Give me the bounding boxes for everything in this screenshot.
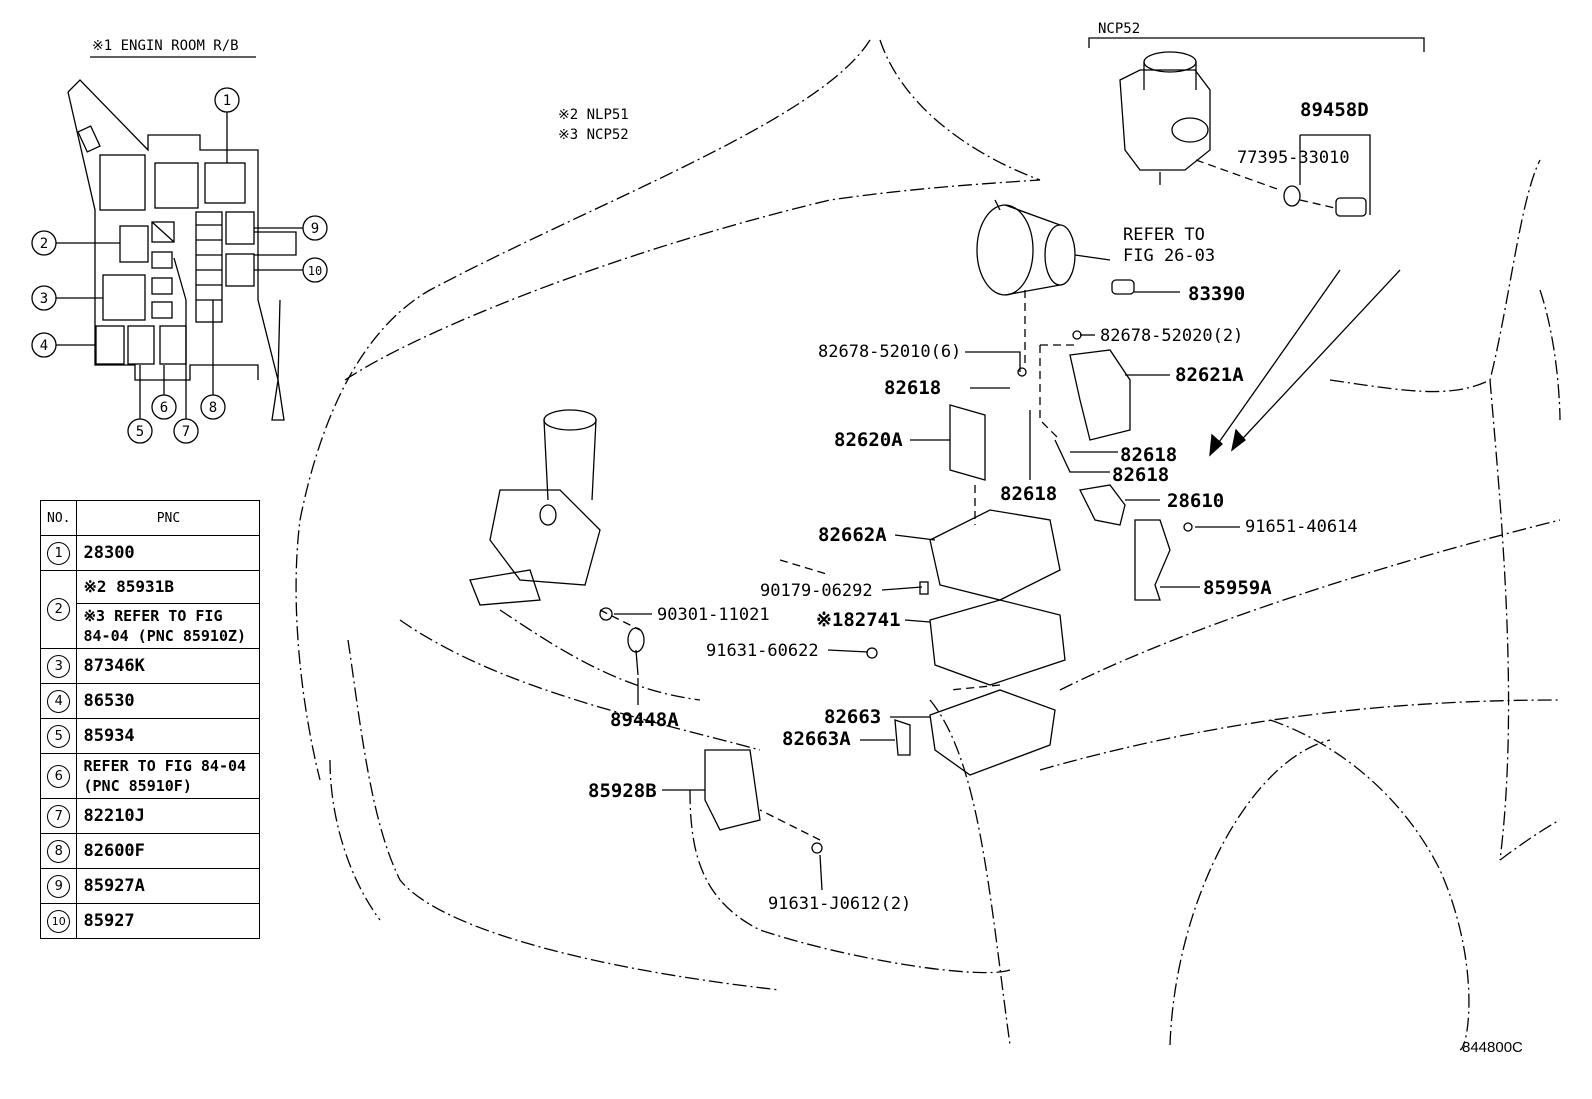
table-row: 5 85934	[39, 718, 261, 754]
part-82678-52020: 82678-52020(2)	[1100, 326, 1243, 346]
part-82621A: 82621A	[1175, 364, 1244, 386]
callout-9: 9	[311, 221, 319, 237]
figure-id: 844800C	[1462, 1039, 1523, 1056]
table-row: 1 28300	[39, 535, 261, 571]
row-number: 7	[47, 804, 71, 828]
callout-8: 8	[209, 400, 217, 416]
part-85928B: 85928B	[588, 780, 657, 802]
part-82662A: 82662A	[818, 524, 887, 546]
vehicle-outline	[295, 39, 1561, 1051]
table-row: 9 85927A	[39, 868, 261, 904]
row-number: 8	[47, 839, 71, 863]
row-number: 9	[47, 874, 71, 898]
part-82678-52010: 82678-52010(6)	[818, 342, 961, 362]
pump-drawing	[1119, 51, 1367, 217]
row-number: 6	[47, 764, 71, 788]
row-number: 2	[47, 598, 71, 621]
note-nlp51: ※2 NLP51	[558, 107, 629, 123]
part-82663: 82663	[824, 706, 881, 728]
table-row: 7 82210J	[39, 798, 261, 834]
reservoir-drawing	[469, 409, 601, 606]
table-header-no: NO.	[39, 500, 78, 536]
row-pnc: 28300	[76, 535, 261, 571]
part-28610: 28610	[1167, 490, 1224, 512]
ncp52-bracket-label: NCP52	[1098, 21, 1140, 37]
part-77395-33010: 77395-33010	[1237, 148, 1350, 168]
relay-block-drawing	[31, 56, 328, 444]
table-row: 10 85927	[39, 903, 261, 939]
row-pnc: ※2 85931B	[83, 577, 174, 596]
part-82618-top: 82618	[884, 377, 941, 399]
row-number: 10	[47, 909, 71, 933]
row-number: 4	[47, 689, 71, 713]
refer-fig: FIG 26-03	[1123, 246, 1215, 266]
row-number: 5	[47, 724, 71, 748]
row-pnc: 82210J	[76, 798, 261, 834]
relay-block-title: ※1 ENGIN ROOM R/B	[92, 38, 239, 54]
table-row: 8 82600F	[39, 833, 261, 869]
callout-10: 10	[308, 264, 322, 278]
part-83390: 83390	[1188, 283, 1245, 305]
table-header-pnc: PNC	[76, 500, 261, 536]
part-82741: ※182741	[816, 609, 901, 631]
row-pnc: 85927A	[76, 868, 261, 904]
callout-4: 4	[40, 338, 48, 354]
part-82618-bottom: 82618	[1000, 483, 1057, 505]
table-row: 3 87346K	[39, 648, 261, 684]
callout-5: 5	[136, 424, 144, 440]
callout-1: 1	[223, 93, 231, 109]
part-90301-11021: 90301-11021	[657, 605, 770, 625]
part-82618-right-1: 82618	[1120, 444, 1177, 466]
callout-2: 2	[40, 236, 48, 252]
row-pnc: 82600F	[76, 833, 261, 869]
part-82620A: 82620A	[834, 429, 903, 451]
callout-7: 7	[182, 424, 190, 440]
table-row: 2 ※2 85931B ※3 REFER TO FIG 84-04 (PNC 8…	[39, 570, 261, 649]
part-85959A: 85959A	[1203, 577, 1272, 599]
table-row: 6 REFER TO FIG 84-04 (PNC 85910F)	[39, 753, 261, 799]
table-row: 4 86530	[39, 683, 261, 719]
part-89458D: 89458D	[1300, 99, 1369, 121]
part-91631-J0612: 91631-J0612(2)	[768, 894, 911, 914]
part-91651-40614: 91651-40614	[1245, 517, 1358, 537]
row-pnc: 85927	[76, 903, 261, 939]
refer-to: REFER TO	[1123, 225, 1205, 245]
dashed-leaders	[599, 290, 1075, 841]
row-number: 3	[47, 654, 71, 678]
part-82663A: 82663A	[782, 728, 851, 750]
callout-3: 3	[40, 291, 48, 307]
motor-drawing	[976, 199, 1135, 296]
row-pnc: REFER TO FIG 84-04 (PNC 85910F)	[76, 753, 261, 799]
row-pnc: 87346K	[76, 648, 261, 684]
callout-6: 6	[160, 400, 168, 416]
row-number: 1	[47, 541, 71, 565]
part-90179-06292: 90179-06292	[760, 581, 873, 601]
part-82618-right-2: 82618	[1112, 464, 1169, 486]
fuse-box-drawing	[627, 349, 1171, 831]
row-pnc: 85934	[76, 718, 261, 754]
pnc-table: NO. PNC 1 28300 2 ※2 85931B ※3 REFER TO …	[39, 500, 261, 939]
row-pnc: 86530	[76, 683, 261, 719]
part-91631-60622: 91631-60622	[706, 641, 819, 661]
part-leaders	[599, 134, 1371, 891]
part-89448A: 89448A	[610, 709, 679, 731]
note-ncp52: ※3 NCP52	[558, 127, 629, 143]
row-pnc-note: ※3 REFER TO FIG 84-04 (PNC 85910Z)	[77, 603, 260, 646]
